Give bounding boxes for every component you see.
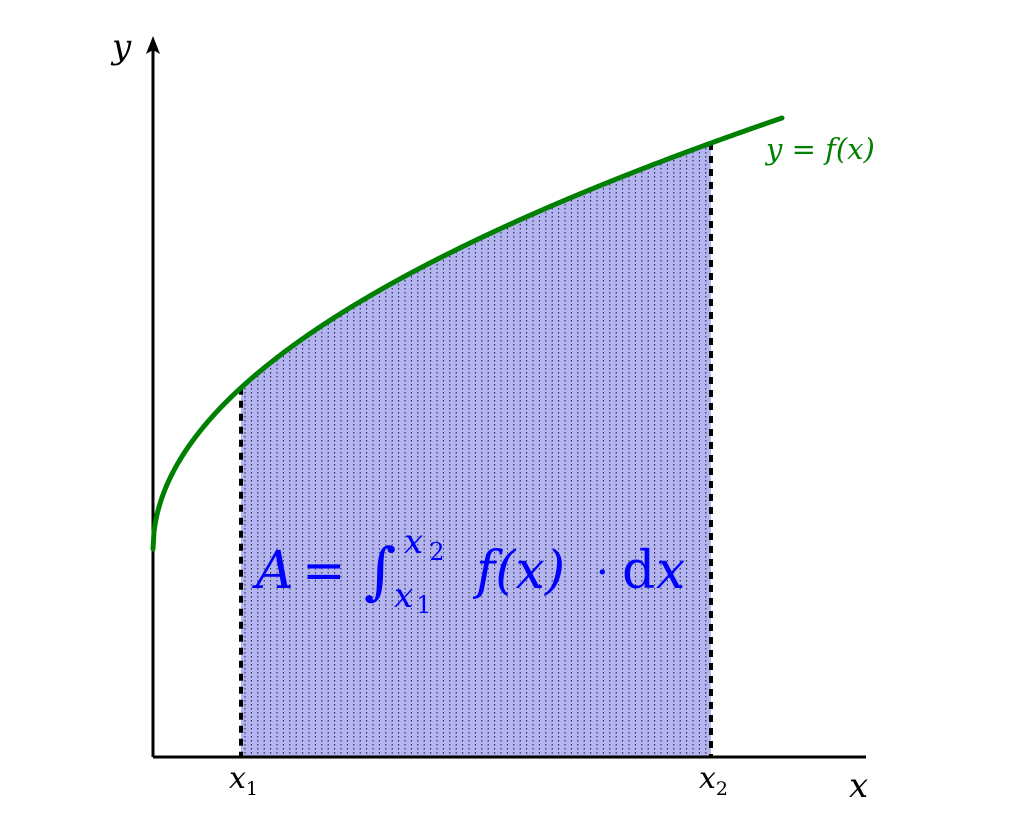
formula-differential-d: d: [622, 541, 655, 601]
curve-label: y = f(x): [764, 132, 875, 166]
lower-bound-label: x1: [229, 761, 258, 800]
formula-integrand: f(x): [472, 541, 565, 601]
area-under-curve: [241, 143, 711, 758]
formula-lhs: A: [252, 541, 294, 601]
upper-bound-label: x2: [699, 761, 728, 800]
x-axis-label: x: [849, 766, 868, 806]
function-curve: [150, 115, 785, 552]
y-axis-label: y: [110, 27, 132, 67]
y-axis-arrowhead: [146, 36, 160, 54]
formula-equals: =: [302, 541, 346, 601]
formula-dot: ·: [596, 550, 609, 596]
formula-differential-var: x: [656, 541, 685, 601]
integral-sign: ∫: [364, 534, 396, 607]
